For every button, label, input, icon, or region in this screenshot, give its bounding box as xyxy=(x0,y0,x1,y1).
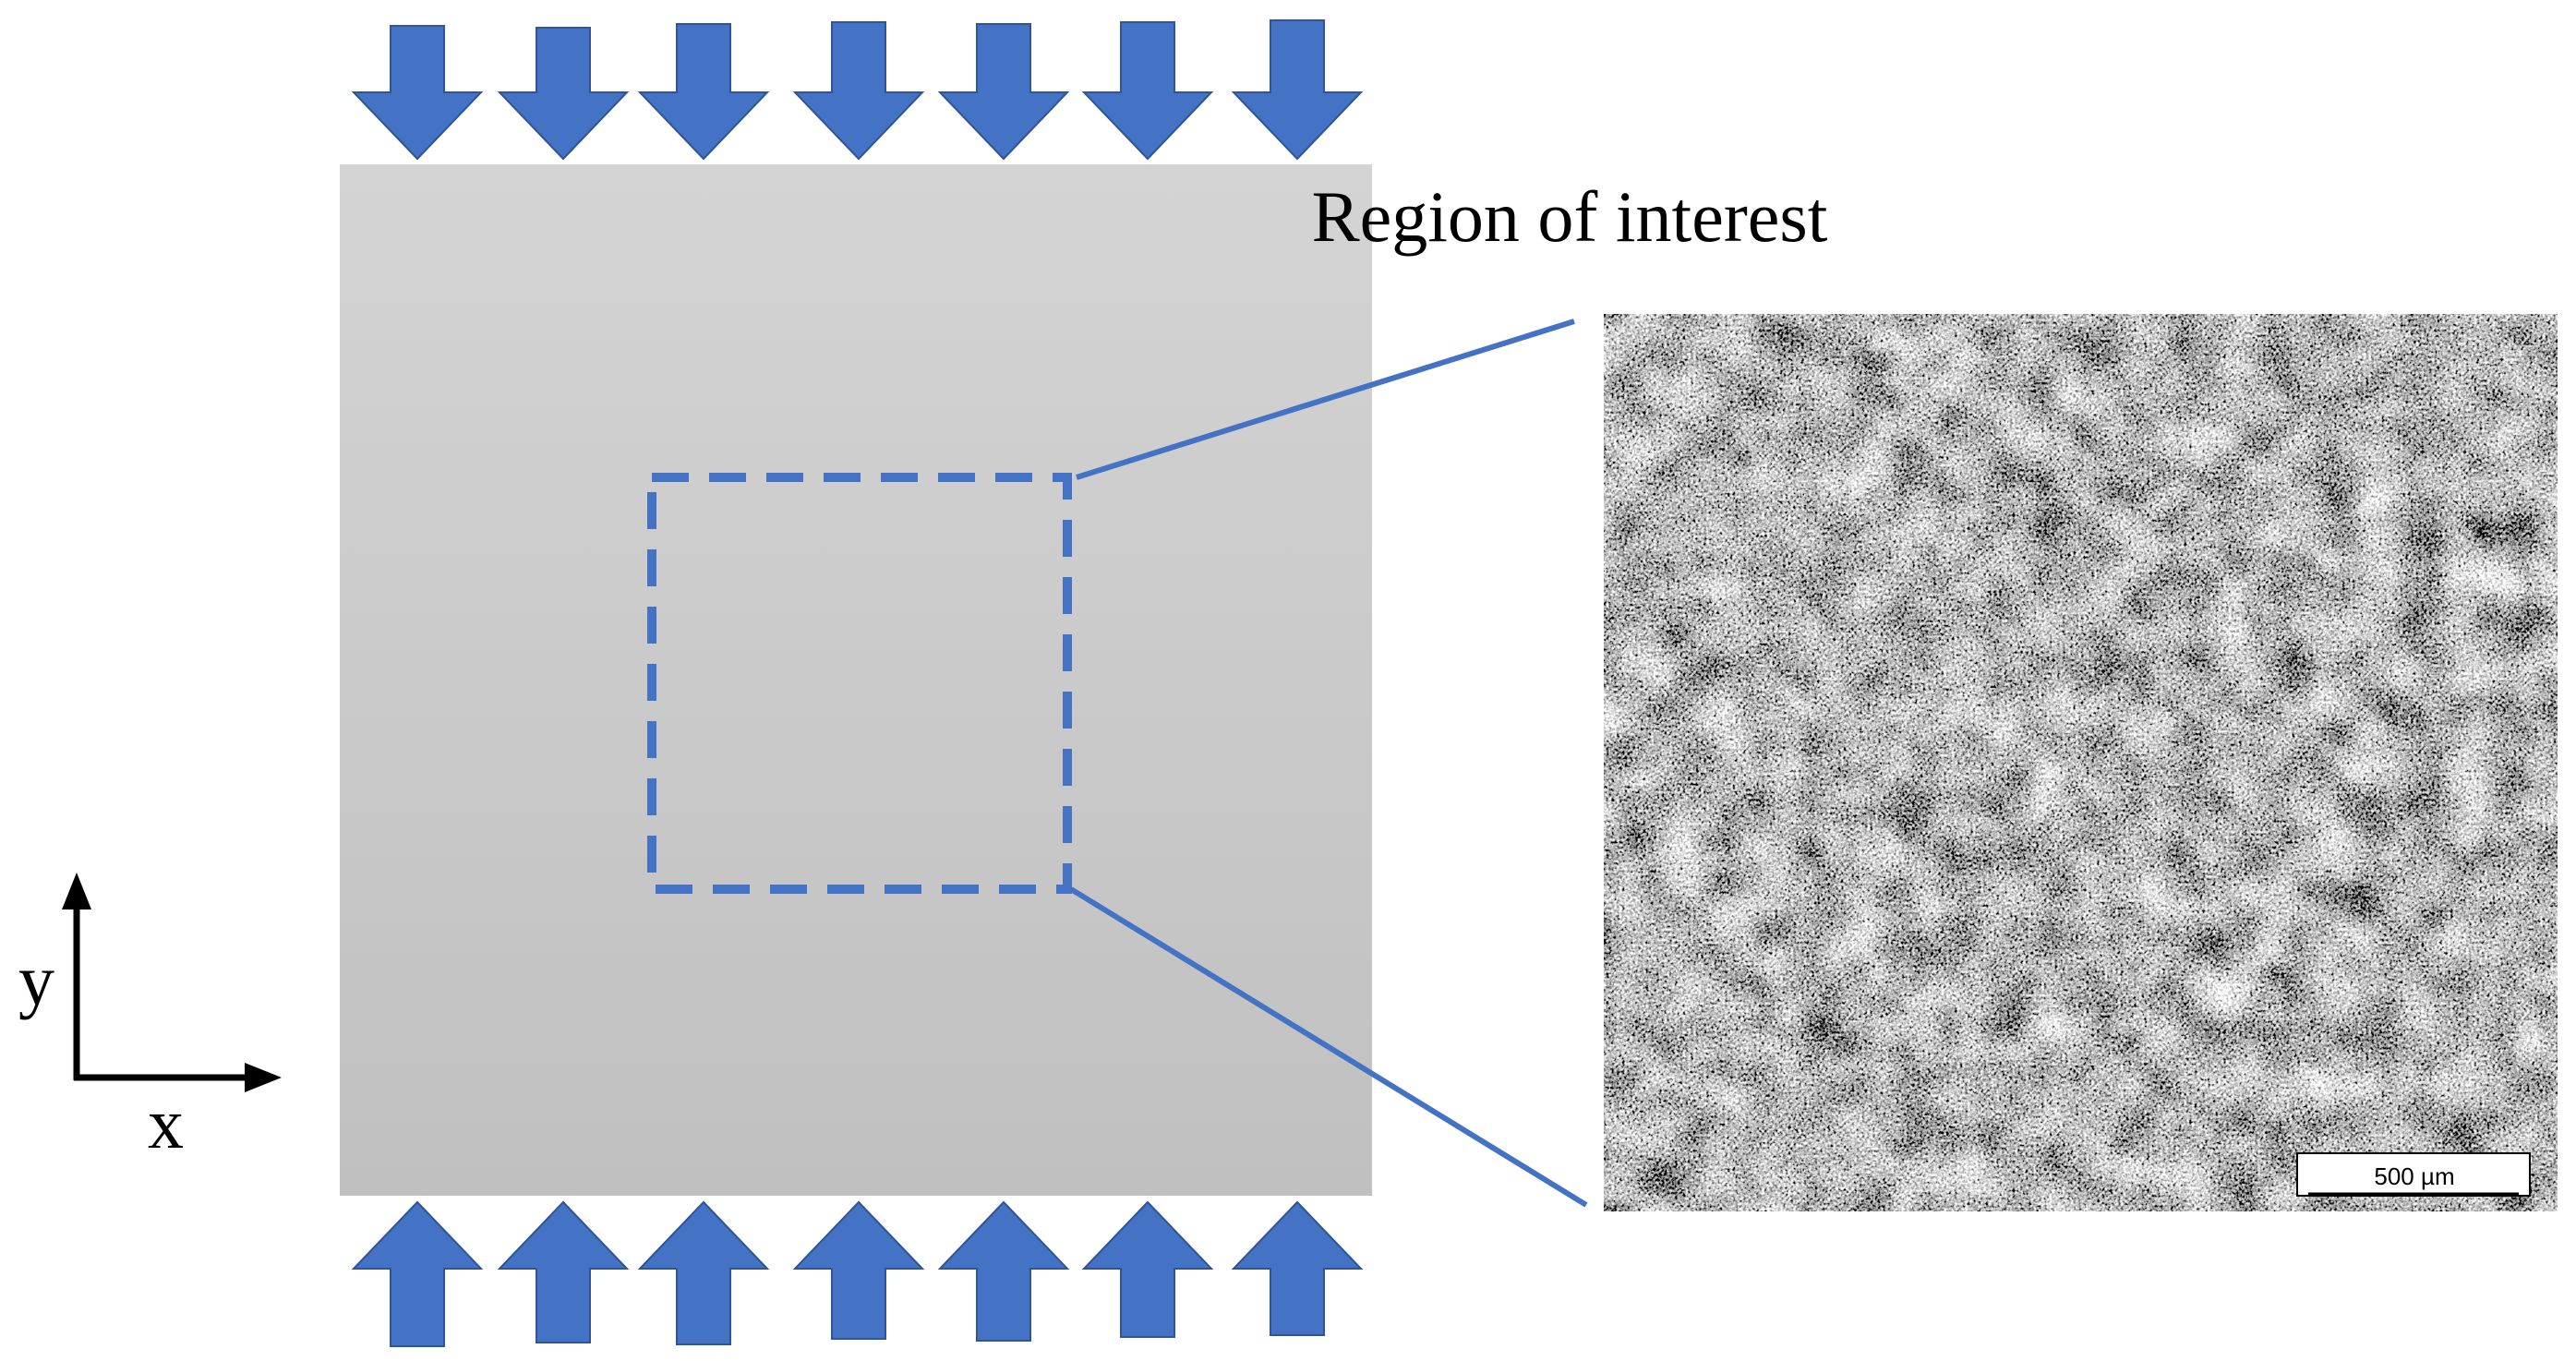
up-arrow-icon xyxy=(351,1200,484,1347)
up-arrow-icon xyxy=(792,1200,925,1340)
up-arrow-icon xyxy=(637,1200,770,1345)
speckle-image xyxy=(1604,314,2558,1211)
down-arrow-icon xyxy=(1081,21,1214,161)
region-of-interest-title: Region of interest xyxy=(1311,176,1828,257)
top-load-arrows xyxy=(351,19,1364,161)
down-arrow-icon xyxy=(937,23,1070,161)
zoom-line-top xyxy=(1076,319,1575,480)
down-arrow-icon xyxy=(351,25,484,161)
up-arrow-icon xyxy=(1231,1200,1364,1336)
down-arrow-icon xyxy=(497,27,630,161)
x-axis-label: x xyxy=(148,1083,184,1163)
up-arrow-icon xyxy=(937,1200,1070,1342)
zoom-line-bottom xyxy=(1069,886,1588,1208)
coordinate-axes: y x xyxy=(18,873,282,1163)
bottom-load-arrows xyxy=(351,1200,1364,1347)
roi-box xyxy=(647,473,1072,894)
scale-bar-label: 500 µm xyxy=(2374,1162,2455,1190)
specimen xyxy=(340,164,1372,1196)
scale-bar xyxy=(2296,1152,2531,1197)
y-axis-label: y xyxy=(18,940,54,1020)
down-arrow-icon xyxy=(637,23,770,161)
up-arrow-icon xyxy=(497,1200,630,1343)
down-arrow-icon xyxy=(792,21,925,161)
down-arrow-icon xyxy=(1231,19,1364,161)
up-arrow-icon xyxy=(1081,1200,1214,1338)
